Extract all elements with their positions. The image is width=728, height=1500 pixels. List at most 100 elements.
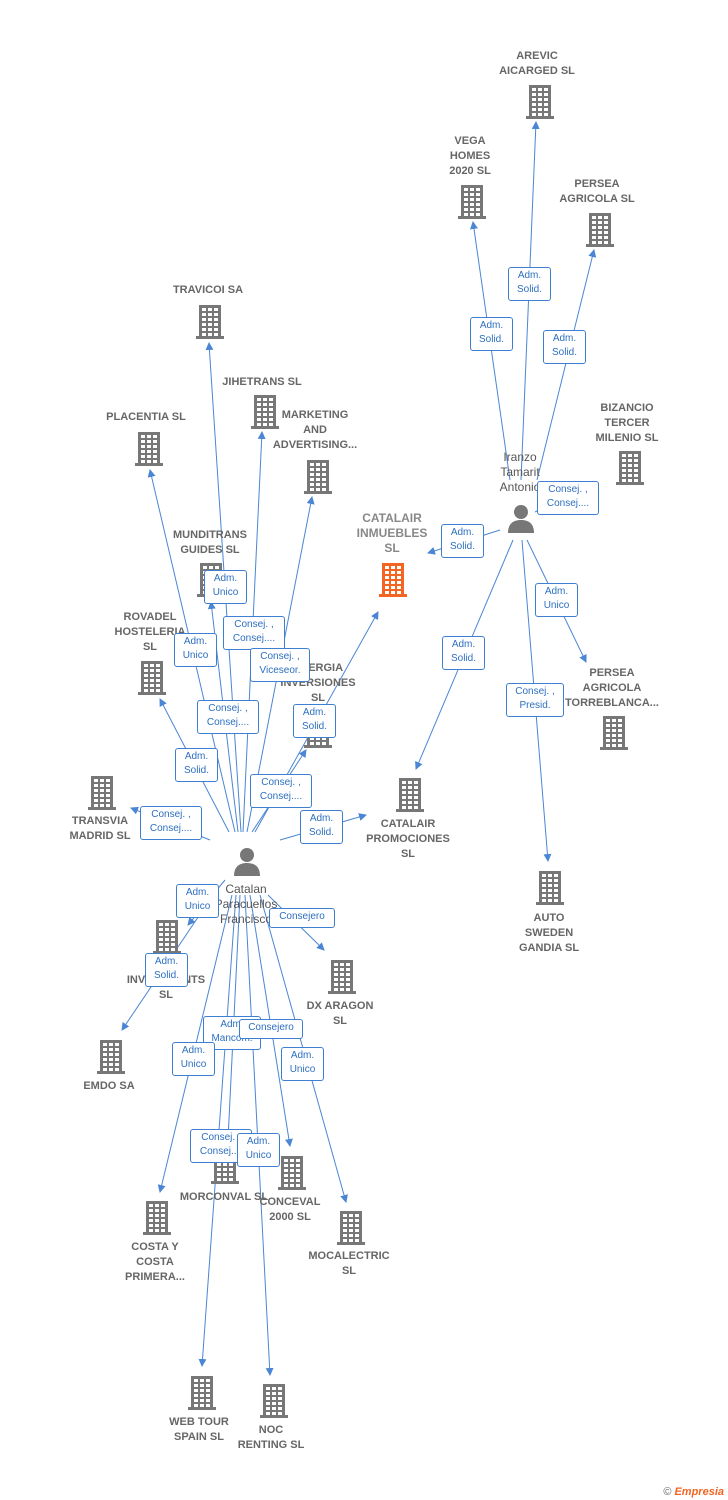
building-icon	[260, 1384, 288, 1418]
company-label: CATALAIR INMUEBLES SL	[356, 511, 428, 555]
person-node-iranzo[interactable]: Iranzo Tamarit Antonio	[470, 450, 570, 495]
company-node-webtour[interactable]: WEB TOUR SPAIN SL	[139, 1415, 259, 1445]
company-node-costa[interactable]: COSTA Y COSTA PRIMERA...	[95, 1240, 215, 1285]
company-node-arevic[interactable]: AREVIC AICARGED SL	[477, 49, 597, 79]
building-icon	[153, 920, 181, 954]
role-label[interactable]: Adm. Unico	[176, 884, 219, 918]
company-node-emdo[interactable]: EMDO SA	[49, 1079, 169, 1094]
role-label[interactable]: Adm. Unico	[281, 1047, 324, 1081]
company-node-catalair_promociones[interactable]: CATALAIR PROMOCIONES SL	[348, 817, 468, 862]
role-label[interactable]: Adm. Solid.	[145, 953, 188, 987]
company-node-auto_sweden[interactable]: AUTO SWEDEN GANDIA SL	[489, 911, 609, 956]
company-node-vega[interactable]: VEGA HOMES 2020 SL	[410, 134, 530, 179]
company-node-catalair_inmuebles[interactable]: CATALAIR INMUEBLES SL	[332, 511, 452, 556]
role-label[interactable]: Adm. Solid.	[508, 267, 551, 301]
role-label[interactable]: Consej. , Consej....	[250, 774, 312, 808]
role-label[interactable]: Consej. , Consej....	[537, 481, 599, 515]
person-label: Iranzo Tamarit Antonio	[499, 450, 541, 494]
company-label: PLACENTIA SL	[106, 411, 186, 423]
company-node-bizancio[interactable]: BIZANCIO TERCER MILENIO SL	[567, 401, 687, 446]
brand-name: Empresia	[674, 1486, 724, 1498]
company-node-dx_aragon[interactable]: DX ARAGON SL	[280, 999, 400, 1029]
building-icon	[379, 563, 407, 597]
company-node-marketing[interactable]: MARKETING AND ADVERTISING...	[255, 408, 375, 453]
role-label[interactable]: Adm. Solid.	[441, 524, 484, 558]
company-label: ROVADEL HOSTELERIA SL	[114, 611, 186, 653]
company-label: VEGA HOMES 2020 SL	[449, 135, 491, 177]
company-label: TRANSVIA MADRID SL	[69, 815, 131, 842]
role-label[interactable]: Adm. Solid.	[543, 330, 586, 364]
company-node-mocalectric[interactable]: MOCALECTRIC SL	[289, 1249, 409, 1279]
copyright-symbol: ©	[663, 1486, 672, 1498]
company-node-transvia[interactable]: TRANSVIA MADRID SL	[40, 814, 160, 844]
building-icon	[600, 716, 628, 750]
company-node-travicoi[interactable]: TRAVICOI SA	[148, 283, 268, 298]
building-icon	[278, 1156, 306, 1190]
role-label[interactable]: Consejero	[269, 908, 335, 928]
role-label[interactable]: Consej. , Viceseor.	[250, 648, 310, 682]
company-label: MORCONVAL SL	[179, 1191, 269, 1203]
building-icon	[536, 871, 564, 905]
footer-brand[interactable]: ©Empresia	[663, 1486, 724, 1498]
role-label[interactable]: Adm. Solid.	[442, 636, 485, 670]
role-label[interactable]: Adm. Unico	[174, 633, 217, 667]
role-label[interactable]: Consej. , Consej....	[197, 700, 259, 734]
role-label[interactable]: Adm. Solid.	[175, 748, 218, 782]
building-icon	[138, 661, 166, 695]
edge-iranzo-arevic	[520, 121, 540, 481]
company-label: BIZANCIO TERCER MILENIO SL	[595, 402, 659, 444]
company-node-morconval[interactable]: MORCONVAL SL	[164, 1190, 284, 1205]
company-label: AREVIC AICARGED SL	[499, 50, 575, 77]
company-node-jihetrans[interactable]: JIHETRANS SL	[202, 375, 322, 390]
company-label: DX ARAGON SL	[306, 1000, 374, 1027]
company-node-persea_agricola[interactable]: PERSEA AGRICOLA SL	[537, 177, 657, 207]
company-label: JIHETRANS SL	[222, 376, 302, 388]
role-label[interactable]: Consejero	[239, 1019, 303, 1039]
role-label[interactable]: Adm. Solid.	[470, 317, 513, 351]
building-icon	[196, 305, 224, 339]
company-label: NOC RENTING SL	[237, 1424, 305, 1451]
edge-iranzo-vega	[470, 221, 511, 481]
role-label[interactable]: Adm. Solid.	[293, 704, 336, 738]
person-node-catalan[interactable]: Catalan Paracuellos Francisco	[196, 882, 296, 927]
building-icon	[337, 1211, 365, 1245]
building-icon	[328, 960, 356, 994]
role-label[interactable]: Consej. , Consej....	[223, 616, 285, 650]
role-label[interactable]: Consej. , Presid.	[506, 683, 564, 717]
company-label: MARKETING AND ADVERTISING...	[272, 409, 358, 451]
building-icon	[526, 85, 554, 119]
role-label[interactable]: Consej. , Consej....	[140, 806, 202, 840]
building-icon	[143, 1201, 171, 1235]
company-node-persea_torreblanca[interactable]: PERSEA AGRICOLA TORREBLANCA...	[552, 666, 672, 711]
building-icon	[188, 1376, 216, 1410]
person-icon	[234, 848, 260, 876]
building-icon	[616, 451, 644, 485]
person-icon	[508, 505, 534, 533]
company-node-placentia[interactable]: PLACENTIA SL	[86, 410, 206, 425]
company-label: PERSEA AGRICOLA TORREBLANCA...	[565, 667, 659, 709]
person-label: Catalan Paracuellos Francisco	[214, 882, 278, 926]
company-node-noc[interactable]: NOC RENTING SL	[211, 1423, 331, 1453]
building-icon	[251, 395, 279, 429]
role-label[interactable]: Adm. Unico	[535, 583, 578, 617]
building-icon	[458, 185, 486, 219]
company-label: CONCEVAL 2000 SL	[259, 1196, 321, 1223]
company-node-conceval[interactable]: CONCEVAL 2000 SL	[230, 1195, 350, 1225]
role-label[interactable]: Adm. Solid.	[300, 810, 343, 844]
company-node-rovadel[interactable]: ROVADEL HOSTELERIA SL	[90, 610, 210, 655]
building-icon	[304, 460, 332, 494]
company-label: TRAVICOI SA	[172, 284, 244, 296]
building-icon	[97, 1040, 125, 1074]
company-node-munditrans[interactable]: MUNDITRANS GUIDES SL	[150, 528, 270, 558]
building-icon	[586, 213, 614, 247]
company-label: EMDO SA	[83, 1080, 135, 1092]
role-label[interactable]: Adm. Unico	[204, 570, 247, 604]
role-label[interactable]: Adm. Unico	[172, 1042, 215, 1076]
company-label: AUTO SWEDEN GANDIA SL	[518, 912, 580, 954]
company-label: MUNDITRANS GUIDES SL	[173, 529, 247, 556]
building-icon	[396, 778, 424, 812]
role-label[interactable]: Adm. Unico	[237, 1133, 280, 1167]
company-label: MOCALECTRIC SL	[308, 1250, 390, 1277]
company-label: WEB TOUR SPAIN SL	[169, 1416, 229, 1443]
